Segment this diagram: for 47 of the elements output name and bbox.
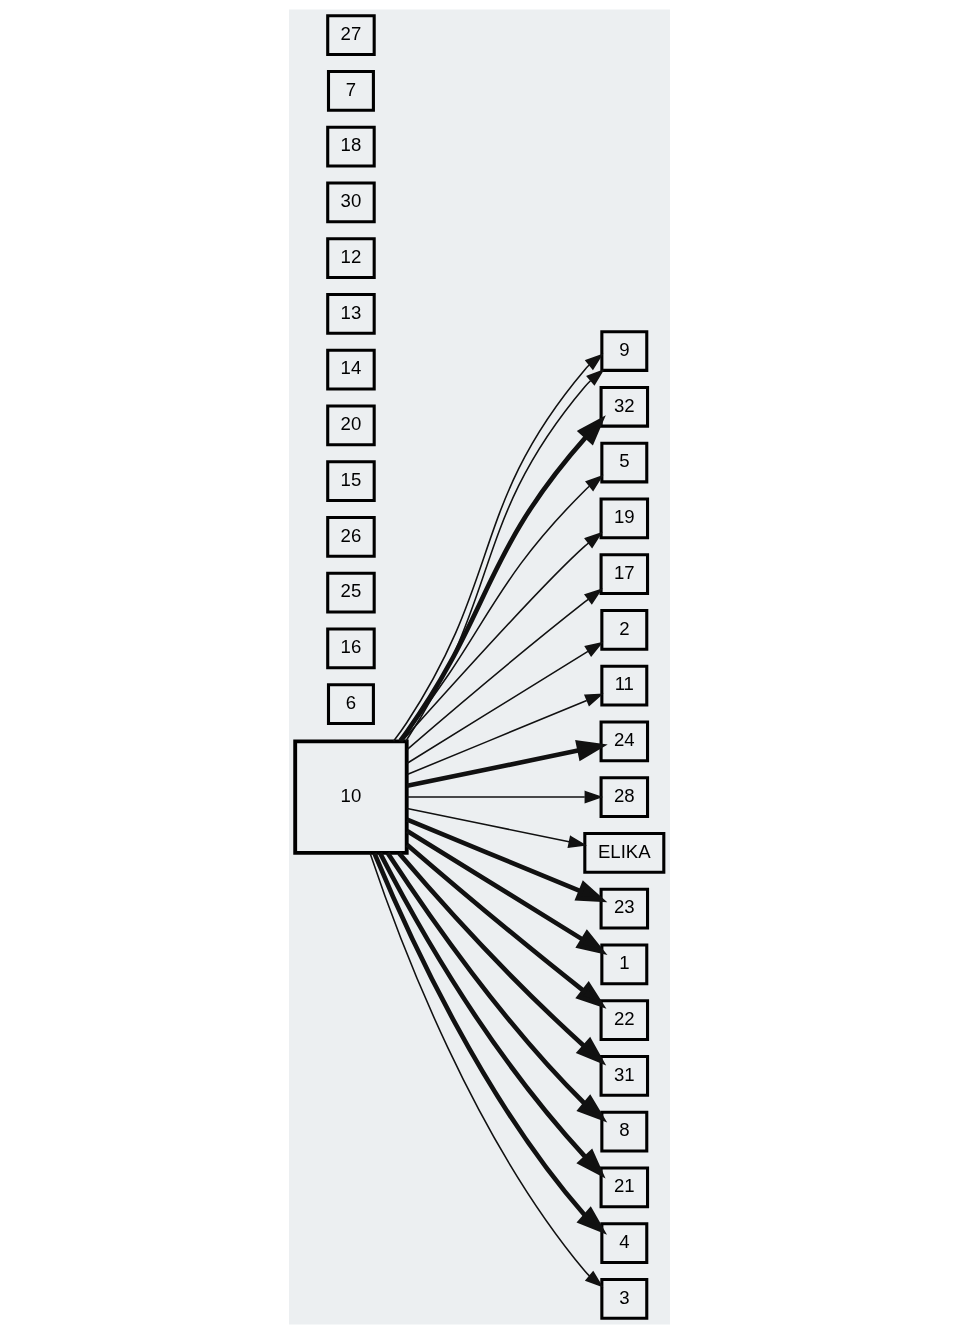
node-box: 23 — [599, 887, 650, 930]
node-box: 27 — [326, 14, 376, 56]
node-box: 28 — [599, 776, 650, 818]
node-box: 30 — [326, 181, 376, 224]
arrow — [401, 531, 603, 742]
arrow — [406, 641, 604, 764]
node-box: 2 — [600, 608, 649, 651]
arrow — [405, 828, 608, 955]
node-box: 3 — [600, 1278, 649, 1320]
node-box: 10 — [293, 739, 409, 855]
node-box: 22 — [599, 999, 650, 1042]
arrow — [406, 790, 604, 804]
node-box: 12 — [326, 237, 376, 280]
node-box: 32 — [599, 385, 650, 428]
node-box: 14 — [326, 348, 376, 391]
node-box: 6 — [326, 683, 375, 726]
node-box: 21 — [599, 1166, 650, 1209]
node-box: 25 — [326, 571, 376, 614]
node-box: 8 — [600, 1110, 649, 1153]
arrow — [405, 842, 607, 1009]
node-box: 7 — [326, 69, 375, 112]
arrow — [406, 817, 608, 903]
node-box: 19 — [599, 497, 650, 540]
node-box: 4 — [600, 1222, 649, 1265]
node-box: 13 — [326, 292, 376, 335]
arrow — [406, 740, 608, 789]
arrow — [398, 415, 606, 743]
arrow — [406, 588, 603, 751]
node-box: 24 — [599, 720, 650, 763]
node-box: 9 — [600, 330, 649, 372]
node-box: 16 — [326, 627, 376, 670]
node-box: 20 — [326, 404, 376, 447]
node-box: 1 — [600, 943, 649, 986]
arrow — [385, 851, 608, 1123]
arrow — [406, 807, 587, 849]
node-box: 17 — [599, 553, 650, 595]
node-box: 26 — [326, 516, 376, 558]
arrow — [406, 693, 604, 776]
arrow — [377, 852, 606, 1179]
node-box: 5 — [600, 441, 649, 484]
arrow — [397, 851, 607, 1066]
node-box: 31 — [599, 1054, 650, 1097]
node-box: 11 — [600, 664, 649, 707]
node-box: 15 — [326, 460, 376, 503]
arrow — [398, 474, 604, 742]
node-box: 18 — [326, 125, 376, 168]
node-box: ELIKA — [583, 831, 666, 874]
